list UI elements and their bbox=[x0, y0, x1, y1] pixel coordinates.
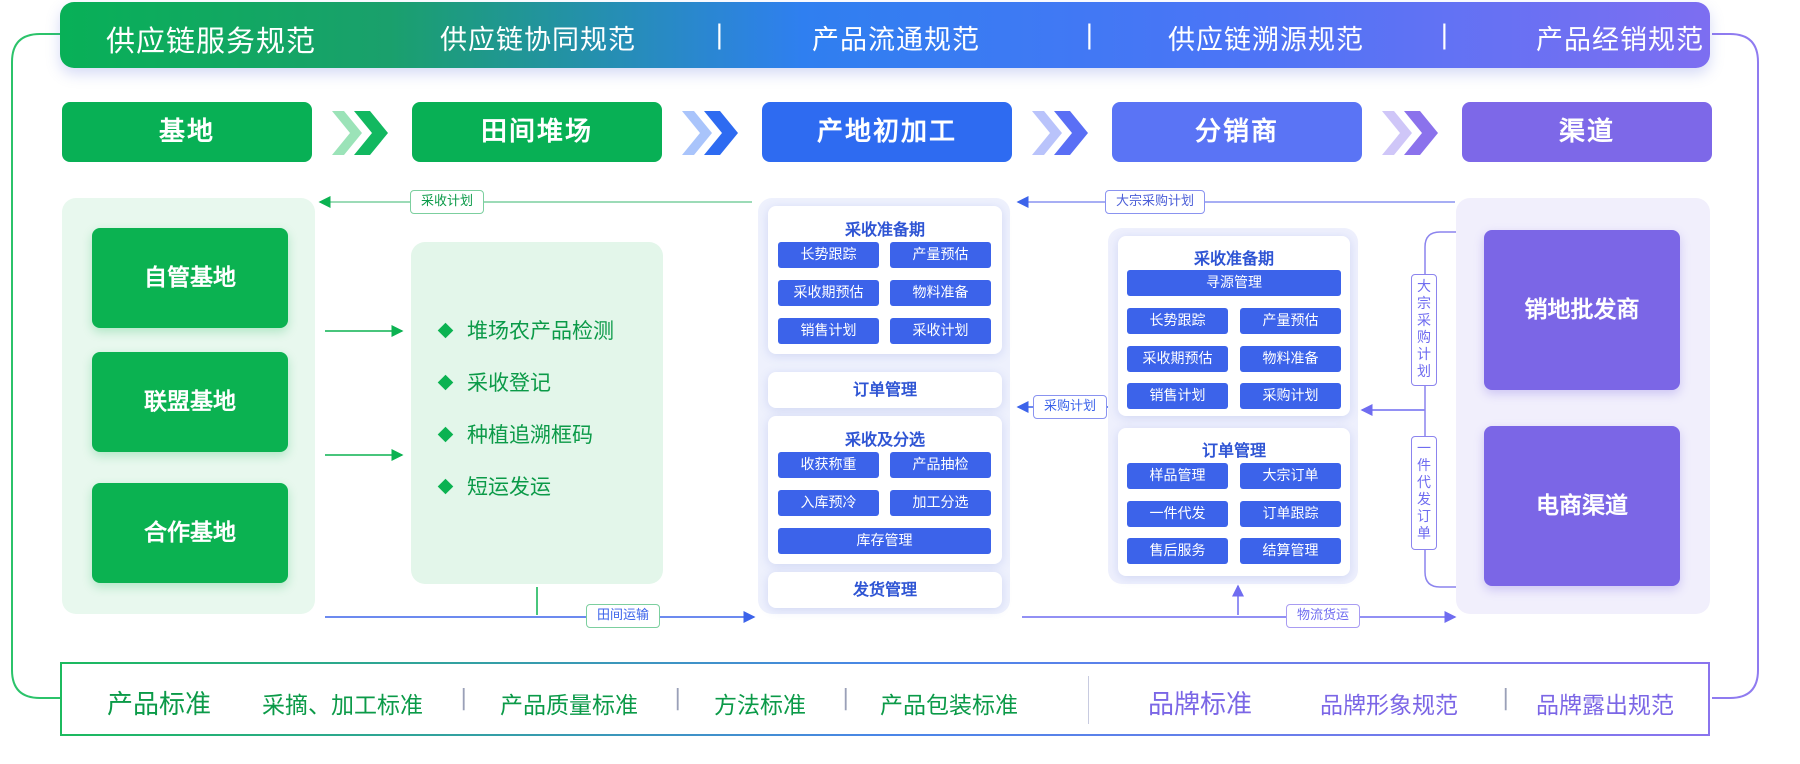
chip-harvest-period: 采收期预估 bbox=[1127, 346, 1228, 372]
chip-growth-tracking: 长势跟踪 bbox=[778, 242, 879, 268]
chip-settlement: 结算管理 bbox=[1240, 538, 1341, 564]
flow-label-bulk-purchase: 大宗采购计划 bbox=[1105, 190, 1206, 214]
yard-list-item: 堆场农产品检测 bbox=[437, 315, 614, 345]
divider bbox=[1088, 676, 1089, 724]
flow-label-vertical-bulk: 大宗采购计划 bbox=[1411, 274, 1437, 386]
flow-label-vertical-dropship: 一件代发订单 bbox=[1411, 436, 1437, 550]
chevron-right-icon bbox=[682, 111, 738, 155]
flow-label-purchase-plan: 采购计划 bbox=[1033, 395, 1108, 419]
banner-item: 产品流通规范 bbox=[812, 25, 980, 56]
channel-ecommerce: 电商渠道 bbox=[1484, 426, 1680, 586]
chip-sales-plan: 销售计划 bbox=[1127, 383, 1228, 409]
chip-sourcing: 寻源管理 bbox=[1127, 270, 1341, 296]
banner-separator: | bbox=[1085, 20, 1094, 50]
brand-standard-item: 品牌形象规范 bbox=[1320, 693, 1458, 719]
banner-title: 供应链服务规范 bbox=[106, 24, 317, 58]
separator: | bbox=[842, 686, 850, 711]
flow-label-harvest-plan: 采收计划 bbox=[410, 190, 485, 214]
banner-separator: | bbox=[1440, 20, 1449, 50]
chip-bulk-order: 大宗订单 bbox=[1240, 463, 1341, 489]
chip-sample-mgmt: 样品管理 bbox=[1127, 463, 1228, 489]
product-standard-item: 产品质量标准 bbox=[500, 693, 638, 719]
base-alliance: 联盟基地 bbox=[92, 352, 288, 452]
product-standards-title: 产品标准 bbox=[107, 690, 212, 720]
processing-prep-card: 采收准备期 长势跟踪 产量预估 采收期预估 物料准备 销售计划 采收计划 bbox=[768, 206, 1002, 354]
chip-precool: 入库预冷 bbox=[778, 490, 879, 516]
distributor-prep-card: 采收准备期 寻源管理 长势跟踪 产量预估 采收期预估 物料准备 销售计划 采购计… bbox=[1118, 236, 1350, 416]
chip-harvest-period: 采收期预估 bbox=[778, 280, 879, 306]
separator: | bbox=[1502, 686, 1510, 711]
chevron-right-icon bbox=[1032, 111, 1088, 155]
distributor-prep-title: 采收准备期 bbox=[1193, 249, 1274, 268]
chip-material-prep: 物料准备 bbox=[1240, 346, 1341, 372]
processing-harvest-title: 采收及分选 bbox=[844, 430, 925, 449]
processing-order-mgmt: 订单管理 bbox=[768, 372, 1002, 408]
diamond-icon bbox=[437, 478, 454, 495]
stage-field-yard: 田间堆场 bbox=[412, 102, 662, 162]
chevron-right-icon bbox=[332, 111, 388, 155]
top-banner: 供应链服务规范 供应链协同规范 | 产品流通规范 | 供应链溯源规范 | 产品经… bbox=[60, 2, 1710, 68]
base-cooperative: 合作基地 bbox=[92, 483, 288, 583]
processing-prep-title: 采收准备期 bbox=[844, 220, 925, 239]
chip-purchase-plan: 采购计划 bbox=[1240, 383, 1341, 409]
chip-yield-estimate: 产量预估 bbox=[890, 242, 991, 268]
product-standard-item: 产品包装标准 bbox=[880, 693, 1018, 719]
base-self-managed: 自管基地 bbox=[92, 228, 288, 328]
stage-distributor: 分销商 bbox=[1112, 102, 1362, 162]
yard-list-item: 短运发运 bbox=[437, 471, 551, 501]
chip-after-sales: 售后服务 bbox=[1127, 538, 1228, 564]
stage-channel: 渠道 bbox=[1462, 102, 1712, 162]
product-standard-item: 方法标准 bbox=[714, 693, 806, 719]
chip-inventory: 库存管理 bbox=[778, 528, 991, 554]
diamond-icon bbox=[437, 426, 454, 443]
yard-panel bbox=[411, 242, 663, 584]
chip-dropship: 一件代发 bbox=[1127, 501, 1228, 527]
brand-standard-item: 品牌露出规范 bbox=[1536, 693, 1674, 719]
brand-standards-title: 品牌标准 bbox=[1148, 690, 1253, 720]
banner-separator: | bbox=[715, 20, 724, 50]
chip-sales-plan: 销售计划 bbox=[778, 318, 879, 344]
processing-shipping: 发货管理 bbox=[768, 572, 1002, 608]
yard-list-item: 种植追溯框码 bbox=[437, 419, 593, 449]
yard-list-item: 采收登记 bbox=[437, 367, 551, 397]
channel-wholesaler: 销地批发商 bbox=[1484, 230, 1680, 390]
chip-sampling: 产品抽检 bbox=[890, 452, 991, 478]
chip-order-tracking: 订单跟踪 bbox=[1240, 501, 1341, 527]
chevron-right-icon bbox=[1382, 111, 1438, 155]
separator: | bbox=[460, 686, 468, 711]
flow-label-field-transport: 田间运输 bbox=[586, 604, 661, 628]
chip-harvest-plan: 采收计划 bbox=[890, 318, 991, 344]
chip-sorting: 加工分选 bbox=[890, 490, 991, 516]
bottom-standards-bar: 产品标准 采摘、加工标准 | 产品质量标准 | 方法标准 | 产品包装标准 品牌… bbox=[60, 662, 1710, 736]
diamond-icon bbox=[437, 322, 454, 339]
chip-growth-tracking: 长势跟踪 bbox=[1127, 308, 1228, 334]
chip-material-prep: 物料准备 bbox=[890, 280, 991, 306]
banner-item: 供应链协同规范 bbox=[440, 25, 636, 56]
separator: | bbox=[674, 686, 682, 711]
flow-label-logistics: 物流货运 bbox=[1286, 604, 1361, 628]
banner-item: 供应链溯源规范 bbox=[1168, 25, 1364, 56]
distributor-order-title: 订单管理 bbox=[1201, 441, 1266, 460]
stage-base: 基地 bbox=[62, 102, 312, 162]
chip-harvest-weigh: 收获称重 bbox=[778, 452, 879, 478]
diamond-icon bbox=[437, 374, 454, 391]
processing-harvest-card: 采收及分选 收获称重 产品抽检 入库预冷 加工分选 库存管理 bbox=[768, 416, 1002, 564]
product-standard-item: 采摘、加工标准 bbox=[262, 693, 423, 719]
stage-processing: 产地初加工 bbox=[762, 102, 1012, 162]
distributor-order-card: 订单管理 样品管理 大宗订单 一件代发 订单跟踪 售后服务 结算管理 bbox=[1118, 428, 1350, 576]
banner-item: 产品经销规范 bbox=[1536, 25, 1704, 56]
chip-yield-estimate: 产量预估 bbox=[1240, 308, 1341, 334]
